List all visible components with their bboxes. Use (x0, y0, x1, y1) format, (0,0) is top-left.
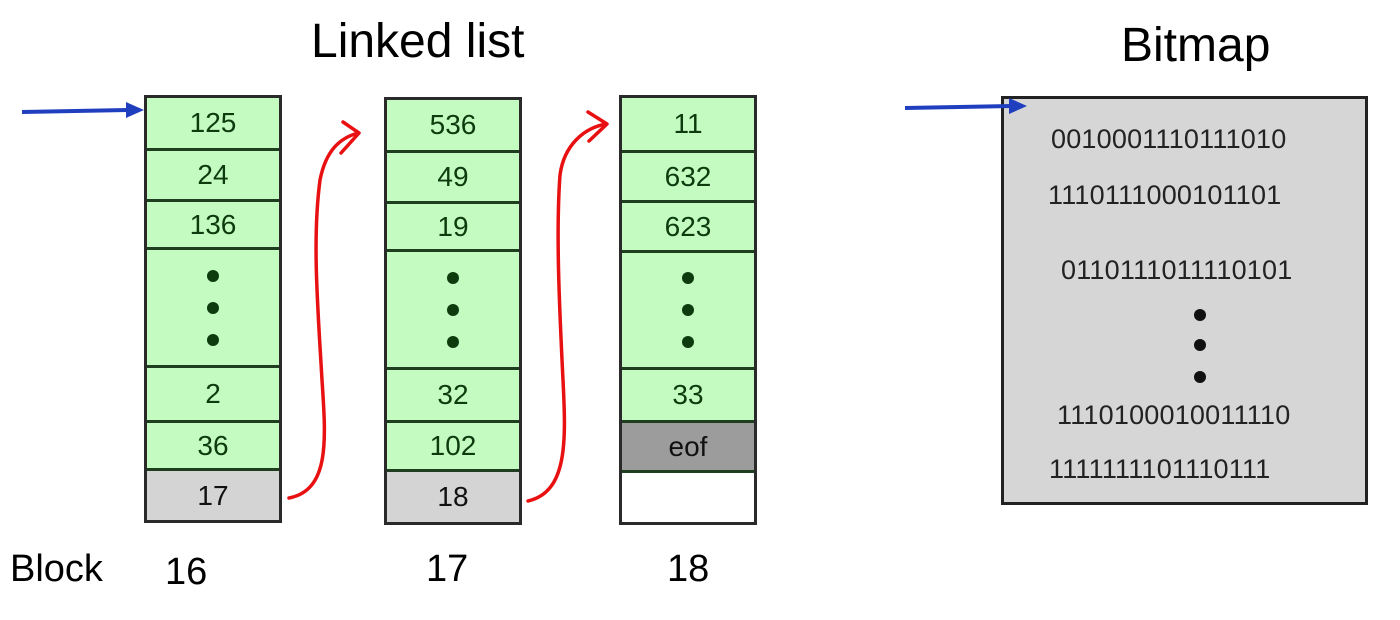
entry-cell: 19 (387, 204, 519, 252)
entry-cell: 2 (147, 368, 279, 423)
dot (447, 303, 459, 316)
entry-cell: 102 (387, 423, 519, 472)
dot (447, 271, 459, 284)
block-number: 16 (165, 551, 208, 593)
entry-cell: 11 (622, 98, 754, 153)
entry-cell: 49 (387, 153, 519, 204)
dot (447, 335, 459, 348)
entry-cell: 36 (147, 423, 279, 471)
linked-list-title: Linked list (311, 15, 525, 68)
next-pointer-cell: 17 (147, 471, 279, 520)
dot (207, 333, 219, 346)
bitmap-title: Bitmap (1121, 19, 1271, 72)
dot (1194, 371, 1206, 383)
eof-cell: eof (622, 423, 754, 473)
block-number: 17 (426, 548, 469, 590)
entry-cell: 33 (622, 370, 754, 423)
entry-cell: 536 (387, 100, 519, 153)
dot (207, 269, 219, 282)
bitmap-pointer-arrow (904, 98, 1027, 114)
dot (1194, 339, 1206, 351)
block-number: 18 (667, 548, 710, 590)
entry-cell: 623 (622, 203, 754, 253)
link-arrow-16-to-17 (287, 120, 361, 500)
block-17: 536 49 19 32 102 18 (384, 97, 522, 525)
bitmap-row: 1111111101110111 (1049, 454, 1271, 484)
dot (682, 336, 694, 348)
next-pointer-cell: 18 (387, 472, 519, 522)
dot (682, 304, 694, 316)
entry-cell: 32 (387, 370, 519, 423)
entry-cell: 125 (147, 98, 279, 151)
entry-cell: 632 (622, 153, 754, 203)
bitmap-row: 1110111000101101 (1048, 180, 1282, 210)
link-arrow-17-to-18 (526, 110, 609, 503)
dot (682, 272, 694, 284)
ellipsis-cell (387, 252, 519, 370)
bitmap-row: 1110100010011110 (1057, 400, 1291, 430)
bitmap-box: 0010001110111010 1110111000101101 011011… (1001, 96, 1368, 505)
dot (207, 301, 219, 314)
block-axis-label: Block (10, 548, 103, 590)
empty-cell (622, 473, 754, 522)
entry-cell: 136 (147, 202, 279, 250)
ellipsis-cell (147, 250, 279, 368)
bitmap-row: 0110111011110101 (1061, 255, 1293, 285)
ellipsis-cell (622, 253, 754, 370)
dot (1194, 309, 1206, 321)
entry-cell: 24 (147, 151, 279, 202)
head-pointer-arrow (21, 102, 144, 118)
block-18: 11 632 623 33 eof (619, 95, 757, 525)
bitmap-row: 0010001110111010 (1051, 124, 1287, 154)
block-16: 125 24 136 2 36 17 (144, 95, 282, 523)
